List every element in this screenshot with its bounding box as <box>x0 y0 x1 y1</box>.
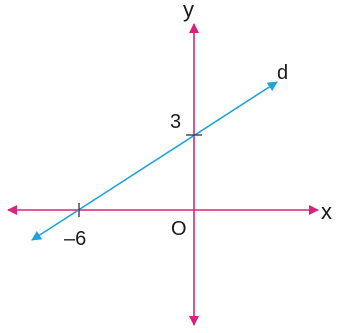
line-d-label: d <box>277 62 288 84</box>
line-d <box>31 81 278 241</box>
y-intercept-label: 3 <box>170 111 181 133</box>
x-axis-label: x <box>321 199 332 224</box>
origin-label: O <box>171 218 187 240</box>
y-axis-label: y <box>183 0 194 22</box>
x-intercept-label: –6 <box>64 228 86 250</box>
